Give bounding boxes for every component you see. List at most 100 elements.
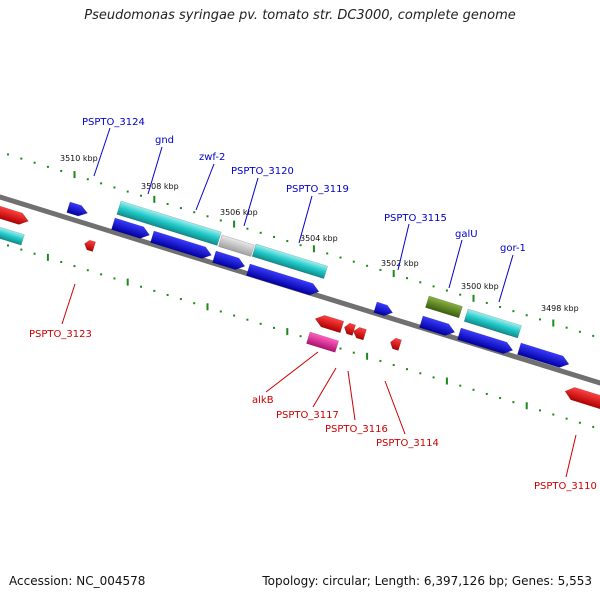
scale-tick: [445, 377, 448, 385]
gene-pspto-3123[interactable]: [83, 239, 96, 252]
kbp-label-3508: 3508 kbp: [141, 182, 179, 191]
scale-tick: [592, 425, 595, 428]
scale-tick: [419, 372, 422, 375]
scale-tick: [259, 231, 262, 234]
scale-tick: [286, 328, 289, 336]
gene-features: [0, 200, 600, 410]
gene-alkb[interactable]: [313, 313, 345, 334]
scale-tick: [312, 245, 315, 253]
scale-tick: [33, 161, 36, 164]
gene-pspto-3116-b[interactable]: [352, 326, 367, 341]
scale-tick: [219, 219, 222, 222]
scale-tick: [565, 326, 568, 329]
scale-tick: [206, 303, 209, 311]
gene-gor-1[interactable]: [463, 308, 522, 339]
scale-tick: [86, 269, 89, 272]
scale-tick: [445, 289, 448, 292]
scale-tick: [512, 310, 515, 313]
scale-tick: [432, 285, 435, 288]
gene-label-pspto-3115[interactable]: PSPTO_3115: [384, 213, 447, 224]
scale-tick: [339, 347, 342, 350]
scale-tick: [273, 326, 275, 329]
gene-left-cyan[interactable]: [0, 223, 25, 246]
scale-tick: [193, 211, 196, 214]
scale-tick: [73, 171, 76, 179]
gene-pspto-3117[interactable]: [306, 331, 339, 353]
scale-tick: [286, 240, 289, 243]
gene-label-alkb[interactable]: alkB: [252, 395, 274, 406]
gene-blue-6[interactable]: [457, 327, 514, 356]
kbp-label-3498: 3498 kbp: [541, 304, 579, 313]
gene-blue-7[interactable]: [517, 342, 570, 370]
scale-tick: [326, 252, 329, 255]
scale-tick: [246, 318, 249, 321]
gene-pspto-3124[interactable]: [66, 201, 89, 218]
scale-tick: [140, 194, 142, 197]
scale-tick: [233, 220, 236, 228]
scale-tick: [512, 401, 515, 404]
gene-blue-5[interactable]: [419, 315, 456, 338]
bottom-gene-labels: PSPTO_3123 alkB PSPTO_3117 PSPTO_3116 PS…: [29, 283, 597, 492]
gene-galu[interactable]: [425, 295, 463, 319]
gene-label-pspto-3117[interactable]: PSPTO_3117: [276, 410, 339, 421]
accession-text: Accession: NC_004578: [9, 574, 146, 588]
scale-tick: [20, 157, 23, 160]
scale-tick: [193, 302, 196, 305]
gene-label-pspto-3114[interactable]: PSPTO_3114: [376, 438, 439, 449]
gene-label-gor-1[interactable]: gor-1: [500, 243, 526, 254]
gene-pspto-3116-a[interactable]: [343, 322, 356, 336]
scale-tick: [46, 253, 49, 261]
scale-tick: [578, 330, 581, 333]
gene-label-pspto-3119[interactable]: PSPTO_3119: [286, 184, 349, 195]
gene-zwf-2-gray[interactable]: [218, 234, 255, 257]
scale-tick: [46, 165, 49, 168]
gene-label-galu[interactable]: galU: [455, 229, 478, 240]
scale-tick: [60, 260, 63, 263]
gene-label-zwf-2[interactable]: zwf-2: [199, 152, 225, 163]
gene-gnd[interactable]: [116, 200, 222, 246]
scale-tick: [459, 384, 462, 387]
scale-tick: [233, 314, 236, 317]
scale-tick: [552, 413, 555, 416]
scale-tick: [7, 153, 9, 156]
scale-tick: [539, 409, 541, 412]
gene-label-pspto-3123[interactable]: PSPTO_3123: [29, 329, 92, 340]
gene-blue-2[interactable]: [150, 230, 213, 261]
scale-tick: [166, 293, 169, 296]
gene-label-pspto-3120[interactable]: PSPTO_3120: [231, 166, 294, 177]
scale-tick: [472, 388, 475, 391]
scale-tick: [219, 310, 222, 313]
scale-tick: [339, 256, 342, 259]
scale-tick: [273, 235, 275, 238]
scale-tick: [33, 252, 36, 255]
scale-tick: [73, 265, 76, 268]
scale-tick: [379, 359, 382, 362]
topology-text: Topology: circular; Length: 6,397,126 bp…: [262, 574, 592, 588]
scale-tick: [352, 260, 355, 263]
scale-tick: [299, 244, 302, 247]
scale-tick: [166, 202, 169, 205]
scale-tick: [126, 190, 129, 193]
scale-tick: [432, 376, 435, 379]
gene-label-gnd[interactable]: gnd: [155, 135, 174, 146]
scale-tick: [485, 301, 488, 304]
gene-pspto-3119[interactable]: [251, 243, 328, 279]
scale-tick: [525, 314, 528, 317]
gene-blue-1[interactable]: [111, 217, 151, 241]
scale-tick: [206, 215, 209, 218]
gene-label-pspto-3116[interactable]: PSPTO_3116: [325, 424, 388, 435]
gene-pspto-3114[interactable]: [389, 337, 402, 351]
gene-blue-4[interactable]: [246, 263, 320, 297]
gene-label-pspto-3124[interactable]: PSPTO_3124: [82, 117, 145, 128]
gene-left-red[interactable]: [0, 202, 30, 227]
scale-tick: [153, 195, 156, 203]
gene-pspto-3115[interactable]: [373, 301, 394, 318]
gene-pspto-3110[interactable]: [563, 385, 600, 410]
genome-title: Pseudomonas syringae pv. tomato str. DC3…: [84, 8, 516, 23]
scale-tick: [406, 368, 408, 371]
gene-blue-3[interactable]: [212, 250, 246, 272]
scale-tick: [472, 294, 475, 302]
top-gene-labels: PSPTO_3124 gnd zwf-2 PSPTO_3120 PSPTO_31…: [82, 117, 526, 303]
scale-tick: [179, 207, 182, 210]
gene-label-pspto-3110[interactable]: PSPTO_3110: [534, 481, 597, 492]
